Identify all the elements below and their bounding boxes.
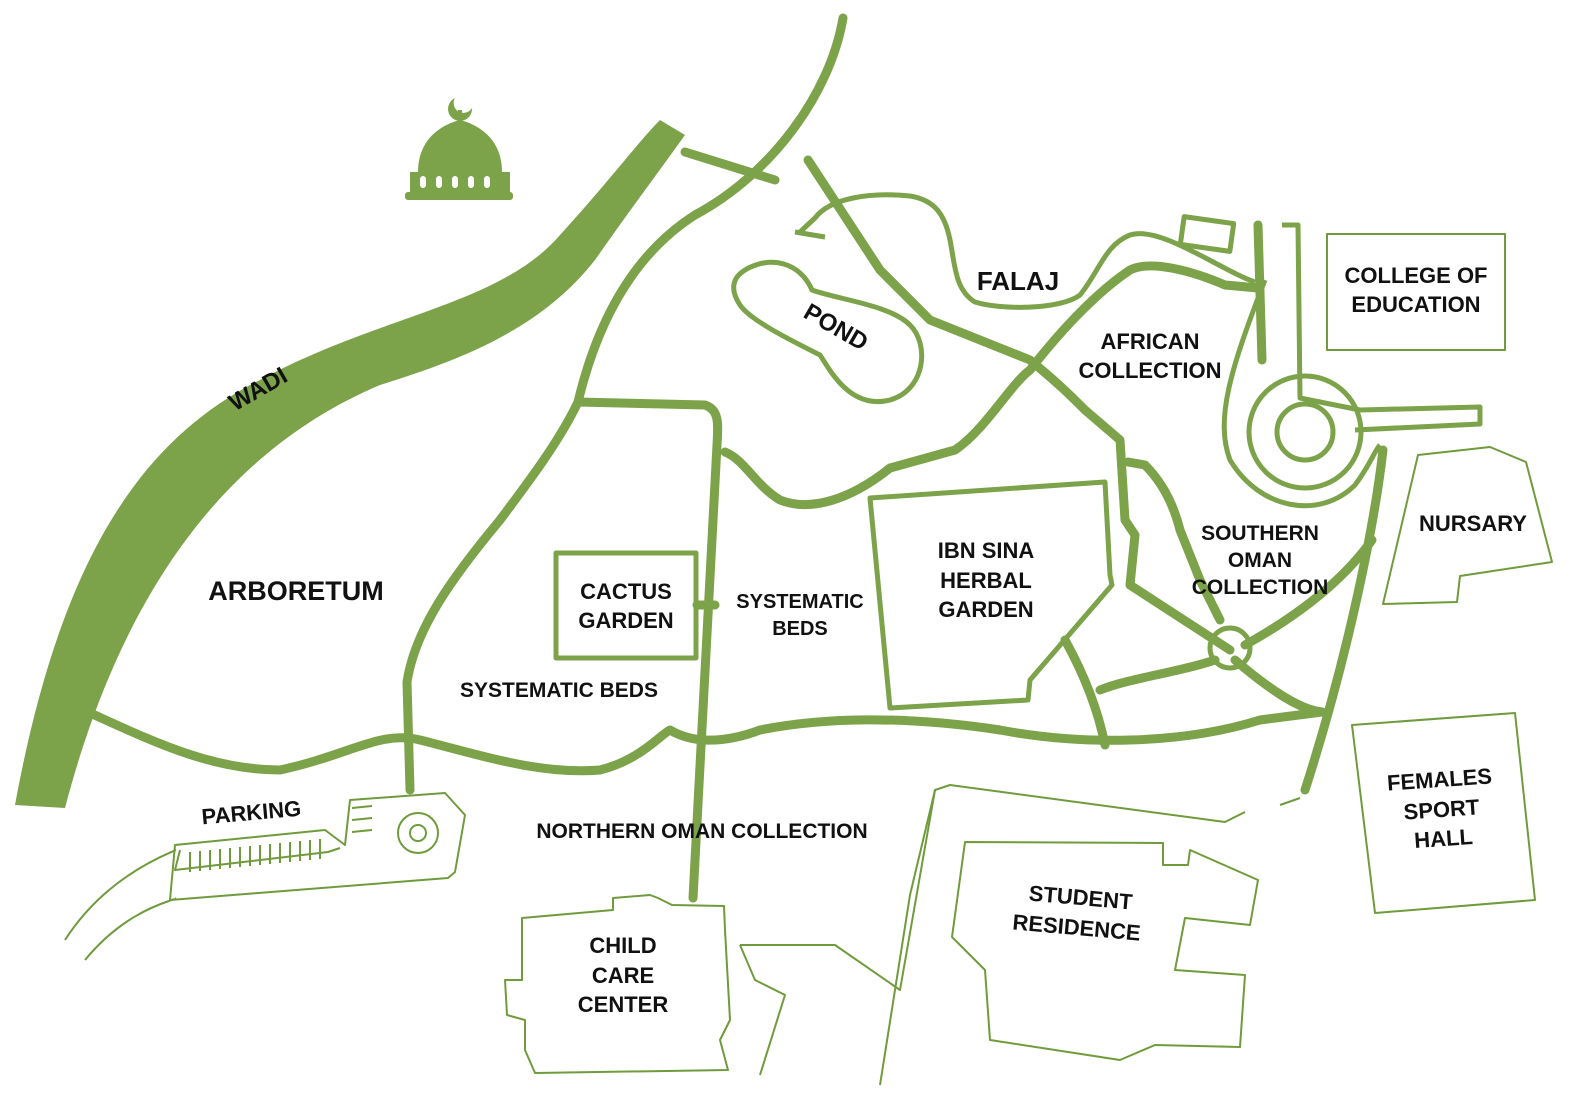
path-southern-loop (1123, 457, 1225, 625)
label-systematic-beds-right-2: BEDS (772, 618, 828, 640)
child-care-center-building (504, 894, 731, 1074)
path-systematic-top (573, 397, 723, 903)
label-southern-oman-1: SOUTHERN (1201, 522, 1319, 545)
falaj-end-cap (794, 229, 826, 240)
south-roundabout (1207, 625, 1253, 671)
label-african-collection-2: COLLECTION (1079, 358, 1222, 383)
parking-lot-outline (169, 792, 466, 901)
cactus-garden-box (553, 550, 699, 661)
falaj-channel (798, 192, 1256, 310)
label-females-sport-hall-1: FEMALES (1386, 763, 1493, 795)
garden-features (553, 192, 1483, 711)
buildings (64, 233, 1553, 1086)
label-college-education-1: COLLEGE OF (1345, 263, 1488, 288)
roundabout-outer (1221, 279, 1382, 509)
label-females-sport-hall-2: SPORT (1403, 794, 1481, 824)
nursary-building (1382, 446, 1553, 605)
label-african-collection-1: AFRICAN (1101, 329, 1200, 354)
parking-circle-outer (397, 812, 439, 854)
label-northern-oman: NORTHERN OMAN COLLECTION (536, 820, 867, 843)
pond-outline (731, 259, 925, 405)
label-child-care-1: CHILD (589, 933, 656, 958)
mosque-windows (420, 176, 490, 188)
label-southern-oman-2: OMAN (1228, 549, 1292, 572)
label-arboretum: ARBORETUM (208, 576, 384, 606)
path-top-diagonal (402, 13, 848, 795)
path-lower-curve (1095, 655, 1220, 695)
label-child-care-3: CENTER (578, 992, 669, 1017)
label-nursary: NURSARY (1419, 511, 1527, 536)
roundabout-island (1274, 401, 1336, 463)
label-cactus-garden-2: GARDEN (578, 608, 673, 633)
ibn-sina-garden-outline (867, 479, 1115, 711)
label-ibn-sina-3: GARDEN (938, 597, 1033, 622)
garden-paths (83, 13, 1388, 903)
label-systematic-beds-right-1: SYSTEMATIC (736, 591, 863, 613)
access-road-outer (64, 849, 177, 941)
path-mid-curve (720, 261, 1263, 510)
path-south-east (1230, 655, 1327, 717)
females-sport-hall-building (1351, 712, 1536, 914)
entrance-road (1282, 222, 1483, 433)
label-females-sport-hall-3: HALL (1413, 824, 1473, 853)
label-child-care-2: CARE (592, 963, 654, 988)
roundabout-ring (1246, 373, 1364, 491)
label-cactus-garden-1: CACTUS (580, 579, 672, 604)
label-ibn-sina-2: HERBAL (940, 568, 1032, 593)
label-student-residence-1: STUDENT (1028, 881, 1134, 915)
label-southern-oman-3: COLLECTION (1192, 576, 1329, 599)
campus-edge-right (1279, 797, 1301, 806)
path-wadi-connector (680, 147, 780, 185)
label-parking: PARKING (201, 796, 303, 830)
falaj-structure (1177, 214, 1237, 254)
label-systematic-beds-left: SYSTEMATIC BEDS (460, 679, 658, 702)
path-southern-right (1240, 535, 1377, 650)
parking-stall-lines (189, 805, 373, 872)
path-pond-diagonal (803, 155, 1235, 655)
parking-stalls-outline (174, 847, 341, 871)
college-of-education-building (1326, 233, 1506, 351)
campus-block-inner (739, 944, 786, 1076)
student-residence-building (951, 841, 1259, 1061)
label-ibn-sina-1: IBN SINA (938, 538, 1035, 563)
campus-block-outline (740, 784, 1246, 991)
access-road-inner (84, 897, 177, 961)
path-to-ibn-sina (1060, 635, 1110, 750)
parking-circle-inner (409, 824, 427, 842)
label-student-residence-2: RESIDENCE (1012, 909, 1142, 945)
path-main-east-west (83, 707, 1327, 776)
wadi-band (15, 120, 685, 808)
campus-block-diagonal (879, 789, 936, 1086)
label-college-education-2: EDUCATION (1351, 292, 1480, 317)
path-east-vertical (1300, 445, 1388, 795)
label-falaj: FALAJ (977, 266, 1059, 296)
